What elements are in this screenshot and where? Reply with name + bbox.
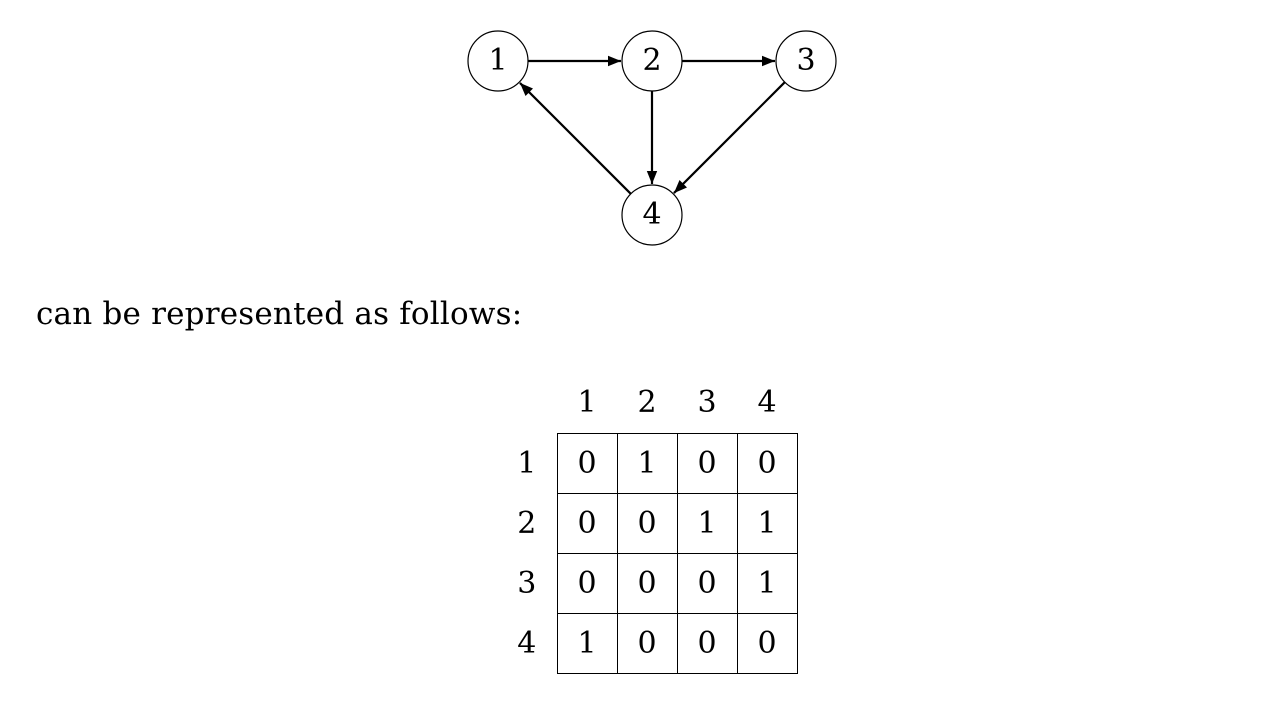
node-label: 3 — [796, 43, 815, 78]
row-header: 3 — [517, 565, 537, 601]
matrix-cell: 0 — [676, 432, 738, 494]
matrix-cell: 1 — [736, 552, 798, 614]
graph-node-2: 2 — [621, 30, 683, 92]
matrix-cell: 1 — [676, 492, 738, 554]
column-header: 2 — [637, 385, 657, 421]
matrix-cell: 0 — [676, 612, 738, 674]
column-header: 3 — [697, 385, 717, 421]
graph-node-3: 3 — [775, 30, 837, 92]
matrix-cell: 0 — [736, 612, 798, 674]
matrix-cell: 0 — [556, 492, 618, 554]
edge-4-to-1 — [519, 82, 632, 195]
matrix-cell: 0 — [556, 552, 618, 614]
matrix-cell: 0 — [616, 612, 678, 674]
row-header: 1 — [517, 445, 537, 481]
node-circle — [621, 30, 683, 92]
matrix-corner — [497, 373, 557, 433]
caption-text: can be represented as follows: — [36, 296, 523, 332]
node-label: 4 — [642, 197, 661, 232]
node-label: 2 — [642, 43, 661, 78]
row-header: 4 — [517, 625, 537, 661]
matrix-row: 2 0 0 1 1 — [497, 492, 798, 554]
row-header: 2 — [517, 505, 537, 541]
matrix-row: 3 0 0 0 1 — [497, 552, 798, 614]
matrix-header-row: 1 2 3 4 — [497, 373, 797, 433]
edge-3-to-4 — [673, 81, 786, 194]
matrix-cell: 1 — [556, 612, 618, 674]
matrix-cell: 0 — [676, 552, 738, 614]
graph-node-4: 4 — [621, 184, 683, 246]
adjacency-matrix: 1 2 3 4 1 0 1 0 0 2 0 0 1 1 3 0 0 0 1 4 — [497, 373, 798, 674]
matrix-cell: 0 — [736, 432, 798, 494]
node-circle — [775, 30, 837, 92]
column-header: 4 — [757, 385, 777, 421]
matrix-cell: 0 — [616, 492, 678, 554]
matrix-row: 4 1 0 0 0 — [497, 612, 798, 674]
node-circle — [621, 184, 683, 246]
node-circle — [467, 30, 529, 92]
matrix-cell: 0 — [616, 552, 678, 614]
node-label: 1 — [488, 43, 507, 78]
directed-graph: 1 2 3 4 — [467, 30, 837, 246]
matrix-cell: 0 — [556, 432, 618, 494]
matrix-row: 1 0 1 0 0 — [497, 432, 798, 494]
column-header: 1 — [577, 385, 597, 421]
matrix-cell: 1 — [736, 492, 798, 554]
graph-node-1: 1 — [467, 30, 529, 92]
matrix-cell: 1 — [616, 432, 678, 494]
